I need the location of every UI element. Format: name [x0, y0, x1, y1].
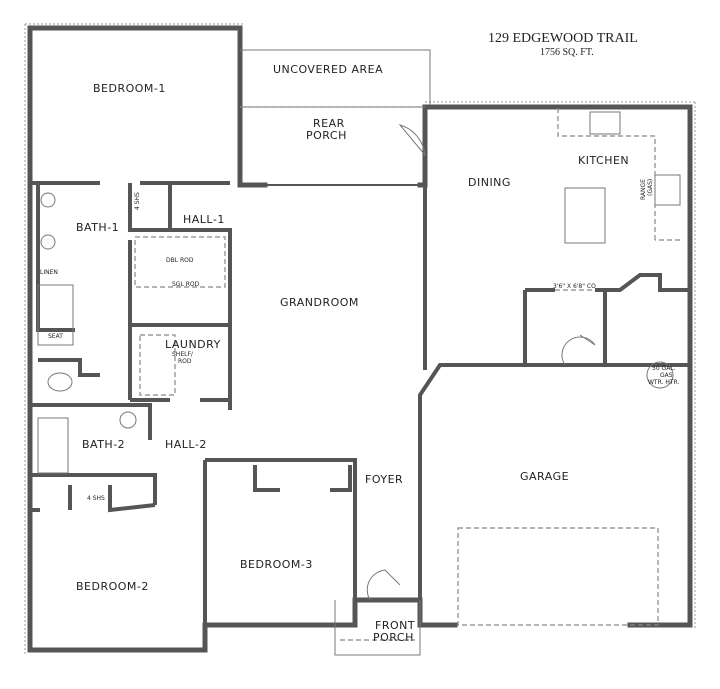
shelf-rod-note-2: ROD	[178, 358, 192, 365]
range-note: RANGE	[640, 179, 647, 200]
room-label-grandroom: GRANDROOM	[280, 296, 359, 309]
room-label-dining: DINING	[468, 176, 511, 189]
water-heater-note-3: WTR. HTR.	[648, 379, 679, 386]
linen-note: LINEN	[40, 269, 58, 276]
seat-note: SEAT	[48, 333, 63, 340]
exterior-walls	[24, 23, 696, 655]
water-heater-note-2: GAS	[660, 372, 673, 379]
sgl-rod-note: SGL ROD	[172, 281, 200, 288]
toilet-icon	[47, 372, 73, 392]
room-label-bath-2: BATH-2	[82, 438, 125, 451]
kitchen-sink-icon	[589, 111, 621, 135]
water-heater-note: 50 GAL.	[652, 365, 676, 372]
room-label-foyer: FOYER	[365, 473, 403, 486]
address-title: 129 EDGEWOOD TRAIL	[488, 31, 638, 46]
sink-icon	[40, 234, 56, 250]
room-label-rear-porch: REAR	[313, 117, 345, 130]
cased-opening-note: 3'6" X 6'8" CO	[553, 283, 596, 290]
room-label-garage: GARAGE	[520, 470, 569, 483]
bathtub-icon	[37, 417, 69, 474]
shelves-note-2: 4 SHS	[87, 495, 105, 502]
room-label-rear-porch-2: PORCH	[306, 129, 347, 142]
sink-icon	[40, 192, 56, 208]
room-label-bedroom-3: BEDROOM-3	[240, 558, 313, 571]
closet-rods	[134, 236, 226, 288]
range-icon	[654, 174, 681, 206]
laundry-appliances	[139, 334, 176, 396]
room-label-kitchen: KITCHEN	[578, 154, 629, 167]
kitchen-island	[564, 187, 606, 244]
water-heater-icon	[646, 361, 674, 389]
range-note-2: (GAS)	[647, 179, 654, 196]
sink-icon	[119, 411, 137, 429]
dbl-rod-note: DBL ROD	[166, 257, 194, 264]
room-label-hall-2: HALL-2	[165, 438, 207, 451]
interior-walls	[30, 181, 690, 625]
square-footage: 1756 SQ. FT.	[540, 47, 594, 58]
shower-icon	[37, 284, 74, 346]
room-label-laundry: LAUNDRY	[165, 338, 221, 351]
room-label-bedroom-1: BEDROOM-1	[93, 82, 166, 95]
fixtures	[37, 108, 681, 626]
room-label-bedroom-2: BEDROOM-2	[76, 580, 149, 593]
garage-door	[457, 527, 659, 626]
shelves-note: 4 SHS	[134, 192, 141, 210]
room-label-bath-1: BATH-1	[76, 221, 119, 234]
room-label-uncovered-area: UNCOVERED AREA	[273, 63, 383, 76]
shelf-rod-note: SHELF/	[172, 351, 194, 358]
rear-porch-outline	[240, 49, 431, 656]
room-label-front-porch: FRONT	[375, 619, 415, 632]
room-label-hall-1: HALL-1	[183, 213, 225, 226]
room-label-front-porch-2: PORCH	[373, 631, 414, 644]
